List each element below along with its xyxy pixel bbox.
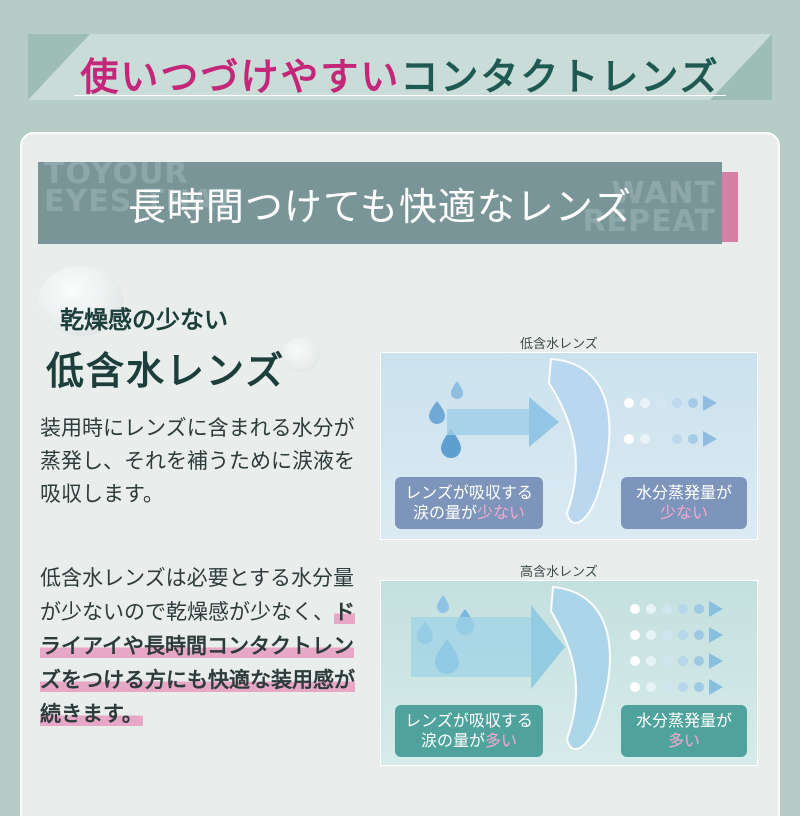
header-underline [74,95,726,96]
evap-badge-high: 水分蒸発量が多い [621,705,747,757]
header-banner: 使いつづけやすいコンタクトレンズ [28,34,772,100]
absorb-line-1: レンズが吸収する [405,483,533,502]
header-title: 使いつづけやすいコンタクトレンズ [28,46,772,101]
header-title-pink: 使いつづけやすい [80,54,401,99]
absorb-accent: 少ない [477,503,526,522]
diagram-high: レンズが吸収する涙の量が多い 水分蒸発量が多い [380,580,758,766]
header-corner-left [28,34,90,100]
absorb-arrow-head [531,605,565,689]
lens-shape [549,585,611,750]
intro-keyword: 低含水レンズ [46,348,286,393]
absorb-line-2: 涙の量が [420,731,485,750]
absorb-arrow-head [529,397,559,447]
drop-icon [441,429,461,458]
intro-kicker: 乾燥感の少ない [60,305,228,334]
evaporation-dots-row-2 [630,627,723,643]
absorb-line-2: 涙の量が [412,503,477,522]
subtitle-text: 長時間つけても快適なレンズ [127,185,633,229]
evaporation-dots-row-1 [624,395,717,411]
absorb-arrow [447,409,529,435]
water-drop-decoration [38,266,124,336]
absorb-badge-low: レンズが吸収する涙の量が少ない [395,477,543,529]
diagram-low-label: 低含水レンズ [520,336,598,351]
evap-line-1: 水分蒸発量が [635,483,732,502]
drop-icon [429,401,445,424]
diagram-low: レンズが吸収する涙の量が少ない 水分蒸発量が少ない [380,352,758,540]
diagram-high-art [411,585,723,750]
diagram-low-art [429,357,717,524]
evaporation-dots-row-1 [630,601,723,617]
evaporation-dots-row-3 [630,653,723,669]
paragraph-2-plain: 低含水レンズは必要とする水分量が少ないので乾燥感が少なく、 [40,566,354,624]
absorb-badge-high: レンズが吸収する涙の量が多い [395,705,543,757]
header-corner-right [710,34,772,100]
drop-icon [437,595,449,613]
evap-line-1: 水分蒸発量が [635,711,732,730]
absorb-line-1: レンズが吸収する [405,711,533,730]
evaporation-dots-row-4 [630,679,723,695]
evap-badge-low: 水分蒸発量が少ない [621,477,747,529]
absorb-accent: 多い [485,731,518,750]
water-drop-decoration-small [282,338,320,372]
header-title-green: コンタクトレンズ [400,54,720,99]
drop-icon [451,381,463,399]
evap-accent: 少ない [659,503,708,522]
paragraph-2: 低含水レンズは必要とする水分量が少ないので乾燥感が少なく、ドライアイや長時間コン… [40,562,370,731]
lens-shape [547,357,611,524]
evap-accent: 多い [667,731,700,750]
paragraph-1: 装用時にレンズに含まれる水分が蒸発し、それを補うために涙液を吸収します。 [40,416,355,506]
absorb-arrow [411,617,531,677]
evaporation-dots-row-2 [624,431,717,447]
diagram-high-label: 高含水レンズ [520,564,598,579]
